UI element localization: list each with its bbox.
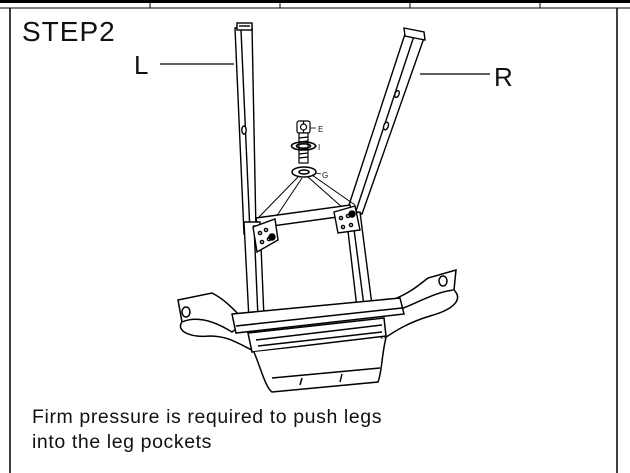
bolt-part-label: E [318,125,324,134]
right-leg [347,27,426,215]
part-leaders [310,127,322,175]
lock-washer-part-label: I [318,143,321,152]
right-leg-label: R [494,62,513,92]
seat-base [177,268,459,393]
caption-line-1: Firm pressure is required to push legs [32,406,383,428]
caption-line-2: into the leg pockets [32,431,213,453]
left-leg [234,22,257,235]
left-leg-label: L [134,50,149,80]
flat-washer [291,166,317,178]
instruction-caption: Firm pressure is required to push legs i… [32,405,382,455]
step-title: STEP2 [22,16,116,47]
flat-washer-part-label: G [322,171,329,180]
